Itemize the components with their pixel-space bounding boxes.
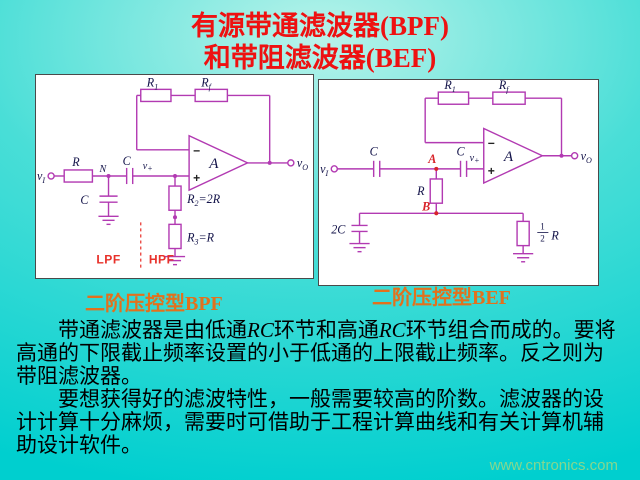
bpf-input-terminal bbox=[47, 172, 55, 180]
p1-text: 环节和高通 bbox=[273, 318, 379, 342]
bpf-series-cap-label: C bbox=[123, 154, 132, 168]
bef-rf-label: Rf bbox=[498, 80, 510, 94]
bpf-shunt-cap-label: C bbox=[80, 193, 89, 207]
bef-half-r-label: 1 2 R bbox=[537, 221, 559, 244]
bpf-resistor-r2-icon bbox=[168, 185, 182, 211]
bef-plus-sign: + bbox=[488, 164, 495, 178]
bef-r-label: R bbox=[416, 184, 425, 198]
p1-rc-italic: RC bbox=[378, 318, 406, 342]
bef-resistor-r1-icon bbox=[437, 91, 470, 105]
p1-text: 带通滤波器是由低通 bbox=[58, 318, 247, 342]
bef-caption: 二阶压控型BEF bbox=[372, 287, 511, 309]
bpf-opamp-gain-label: A bbox=[208, 156, 219, 172]
p1-rc-italic: RC bbox=[247, 318, 274, 342]
bef-resistor-rf-icon bbox=[492, 91, 526, 105]
svg-text:R: R bbox=[550, 229, 559, 243]
bef-node-a-label: A bbox=[427, 152, 436, 166]
ground-icon bbox=[349, 242, 370, 253]
bef-opamp-triangle bbox=[483, 127, 544, 185]
bpf-circuit-wiring bbox=[47, 88, 295, 266]
bef-2c-label: 2C bbox=[331, 222, 346, 236]
bef-circuit-diagram: vI C C A B R 2C 1 2 R v+ R1 Rf − + A vO bbox=[320, 80, 592, 263]
slide-title: 有源带通滤波器(BPF) 和带阻滤波器(BEF) bbox=[0, 10, 640, 75]
bpf-circuit-diagram: vI R N C C v+ R1 Rf − + A R2=2R R3=R LPF… bbox=[37, 75, 308, 269]
bpf-hpf-label: HPF bbox=[149, 253, 175, 267]
bef-vout-label: vO bbox=[581, 149, 592, 165]
bpf-output-terminal bbox=[287, 159, 295, 167]
bpf-opamp-triangle bbox=[188, 134, 250, 192]
bpf-caption: 二阶压控型BPF bbox=[85, 293, 223, 315]
p1-text: 环节组合而成的。要将高通的下限截止频率设置的小于低通的上限截止频率。反之则为带阻… bbox=[16, 318, 616, 388]
bpf-r3-label: R3=R bbox=[186, 230, 215, 246]
title-line-2: 和带阻滤波器(BEF) bbox=[203, 43, 437, 74]
ground-icon bbox=[513, 252, 534, 263]
bpf-resistor-rf-icon bbox=[194, 88, 229, 103]
bef-resistor-halfr-icon bbox=[516, 220, 530, 247]
watermark: www.cntronics.com bbox=[489, 457, 618, 474]
bef-vplus-label: v+ bbox=[470, 153, 480, 165]
bpf-r-label: R bbox=[71, 155, 80, 169]
bpf-r2-label: R2=2R bbox=[186, 192, 221, 208]
bpf-resistor-r3-icon bbox=[168, 223, 182, 250]
paragraph-1: 带通滤波器是由低通RC环节和高通RC环节组合而成的。要将高通的下限截止频率设置的… bbox=[16, 319, 624, 388]
bpf-r1-label: R1 bbox=[146, 75, 158, 91]
svg-text:2: 2 bbox=[540, 234, 545, 244]
bef-output-terminal bbox=[570, 152, 579, 160]
bef-node-b-label: B bbox=[421, 199, 430, 213]
bef-resistor-r-icon bbox=[429, 178, 444, 204]
paragraph-2: 要想获得好的滤波特性，一般需要较高的阶数。滤波器的设计计算十分麻烦，需要时可借助… bbox=[16, 387, 604, 457]
ground-icon bbox=[98, 215, 119, 226]
bpf-rf-label: Rf bbox=[200, 75, 212, 91]
title-line-1: 有源带通滤波器(BPF) bbox=[191, 11, 449, 41]
bef-circuit-panel: vI C C A B R 2C 1 2 R v+ R1 Rf − + A vO bbox=[318, 79, 599, 286]
bef-r1-label: R1 bbox=[443, 80, 455, 94]
bef-input-terminal bbox=[330, 165, 339, 173]
bpf-vout-label: vO bbox=[297, 156, 308, 172]
bef-minus-sign: − bbox=[488, 137, 495, 151]
body-text: 带通滤波器是由低通RC环节和高通RC环节组合而成的。要将高通的下限截止频率设置的… bbox=[16, 319, 624, 457]
bpf-vin-label: vI bbox=[37, 169, 45, 185]
bpf-lpf-label: LPF bbox=[96, 253, 120, 267]
bef-circuit-wiring bbox=[330, 91, 579, 263]
bpf-plus-sign: + bbox=[193, 171, 200, 185]
bef-opamp-gain-label: A bbox=[503, 149, 514, 165]
bpf-circuit-panel: vI R N C C v+ R1 Rf − + A R2=2R R3=R LPF… bbox=[35, 74, 314, 279]
bef-vin-label: vI bbox=[320, 162, 328, 178]
ground-icon bbox=[164, 255, 186, 266]
svg-text:1: 1 bbox=[540, 221, 545, 231]
bef-cap1-label: C bbox=[370, 145, 379, 159]
bpf-minus-sign: − bbox=[193, 144, 200, 158]
bpf-resistor-r-icon bbox=[63, 169, 94, 183]
bef-cap2-label: C bbox=[456, 145, 465, 159]
bpf-vplus-label: v+ bbox=[143, 161, 153, 173]
bpf-node-n-label: N bbox=[98, 164, 107, 175]
